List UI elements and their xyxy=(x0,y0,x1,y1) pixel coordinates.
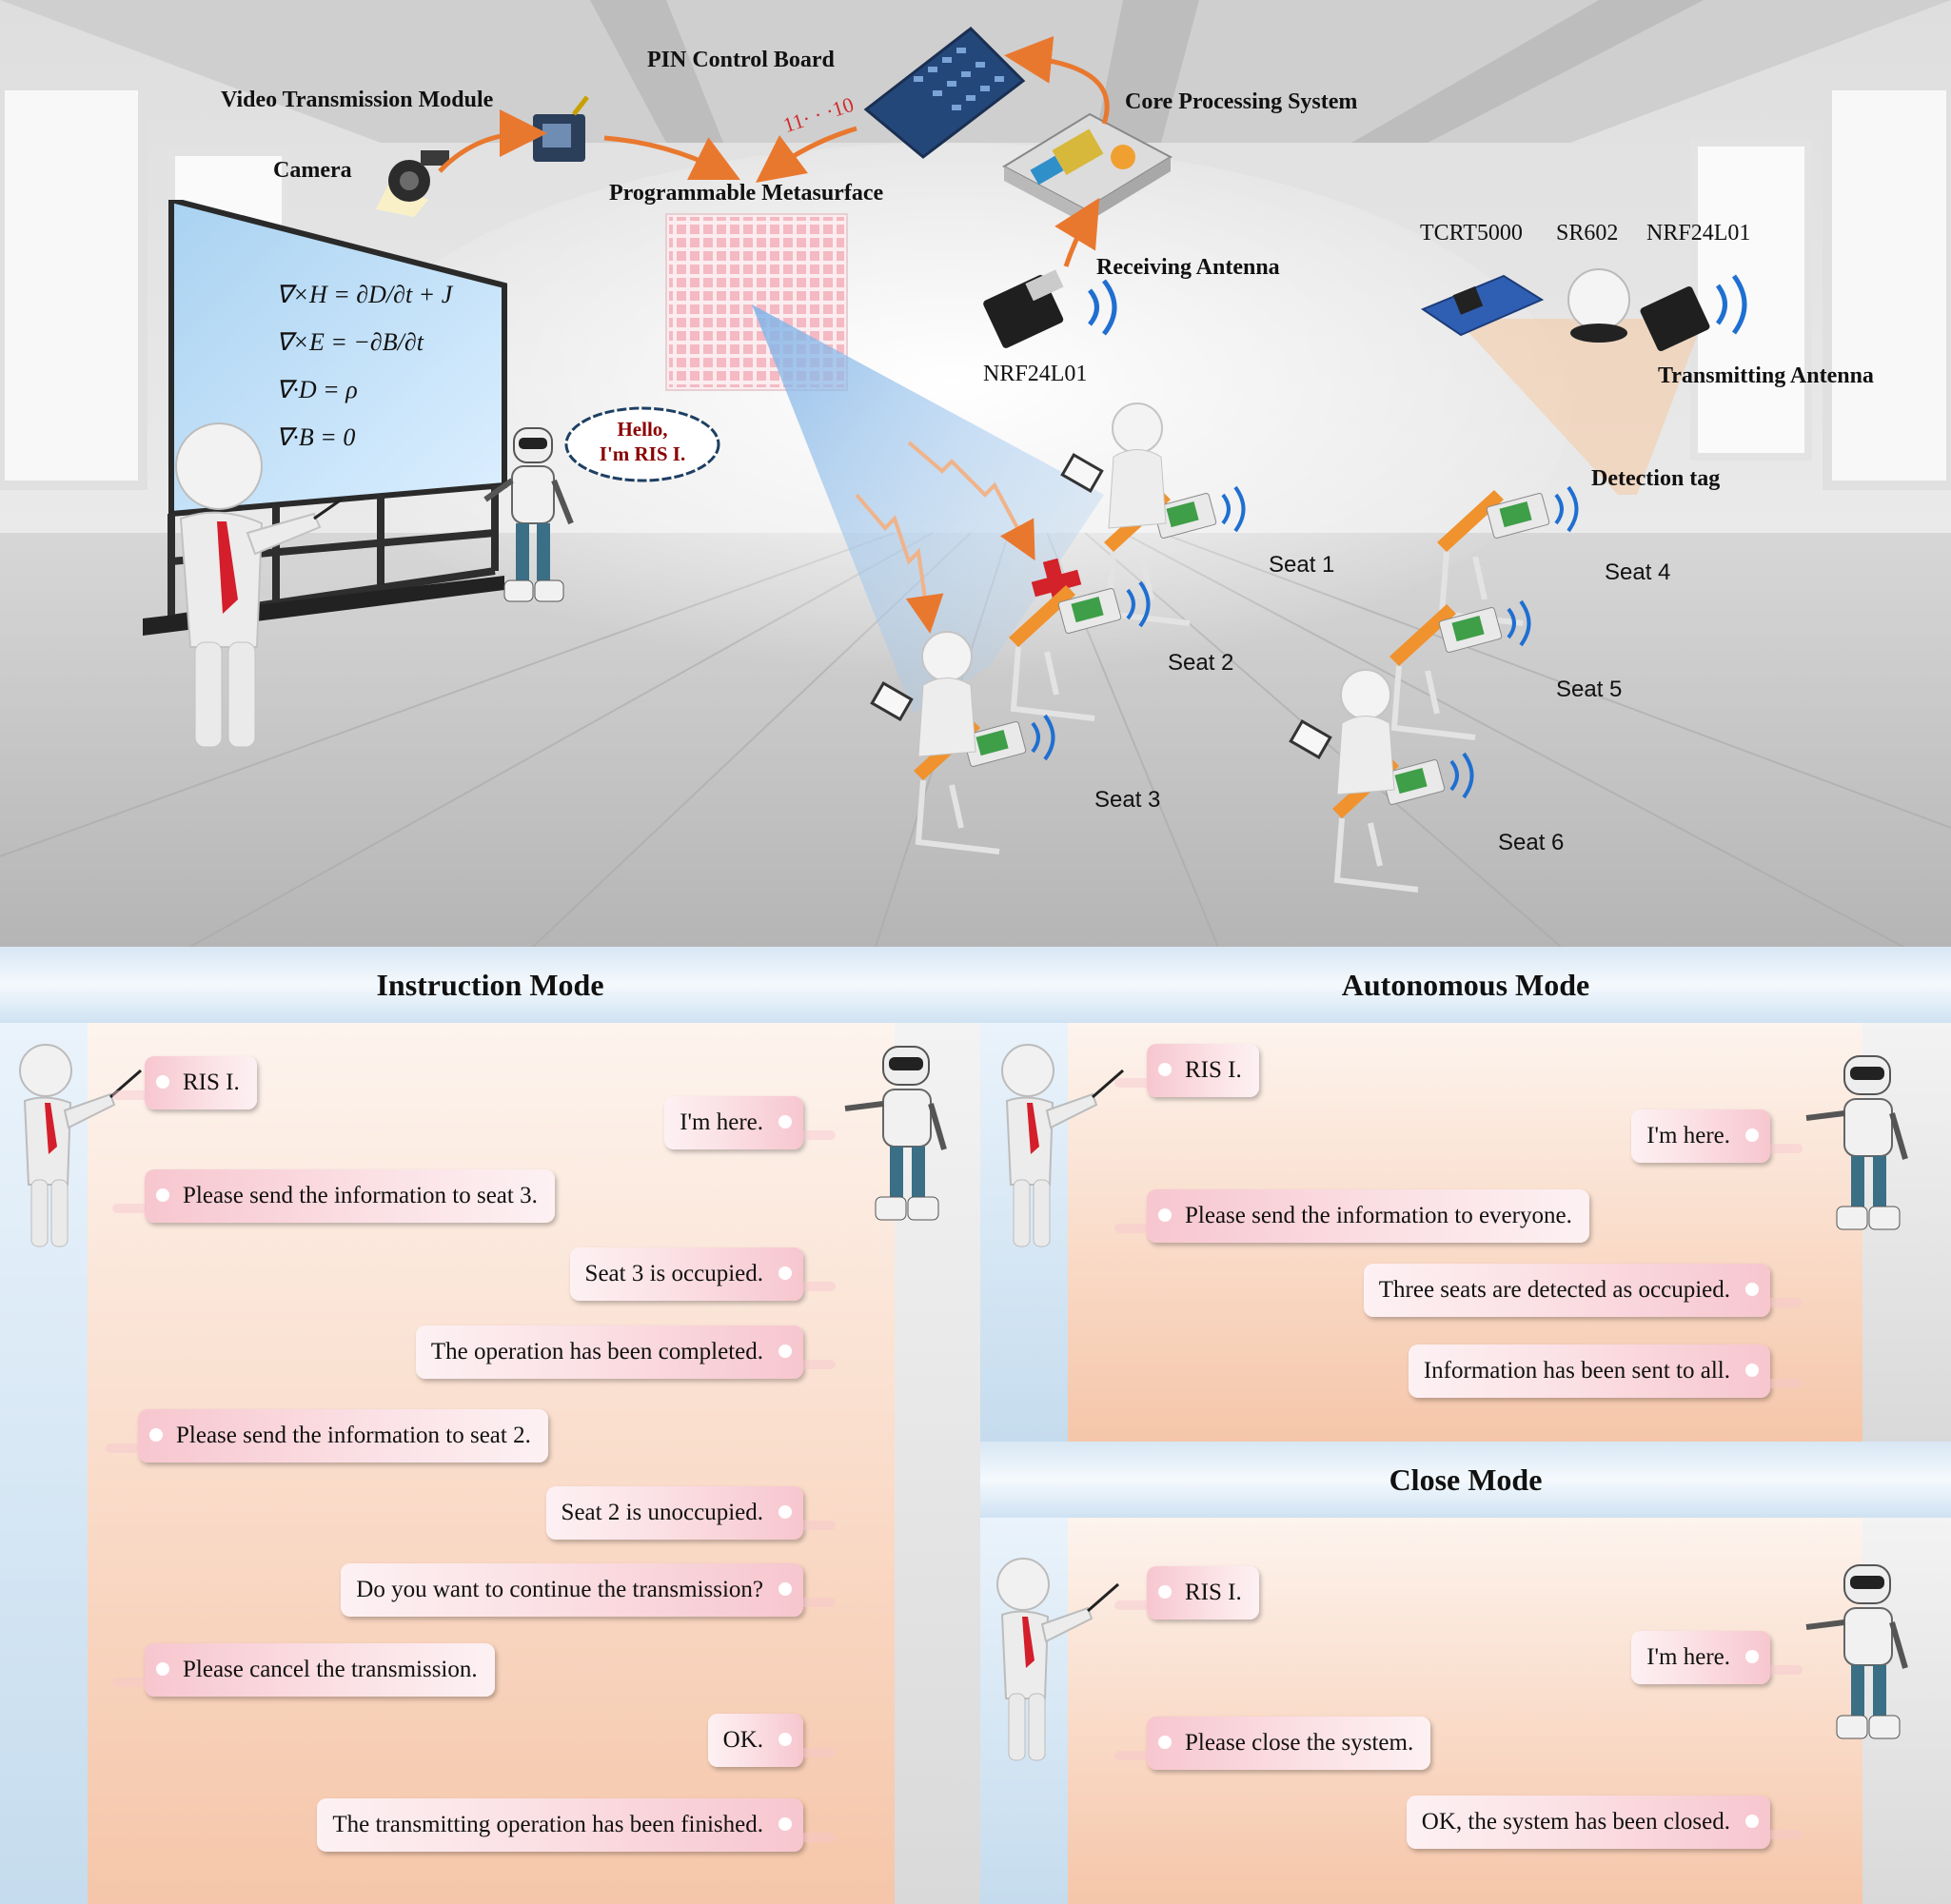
equation-1: ∇×H = ∂D/∂t + J xyxy=(276,281,453,308)
speech-line-2: I'm RIS I. xyxy=(599,442,686,465)
message-text: OK. xyxy=(722,1727,763,1753)
message-text: Please send the information to seat 2. xyxy=(176,1423,531,1448)
instruction-mode-header: Instruction Mode xyxy=(0,947,980,1023)
close-msg-3: Please close the system. xyxy=(1114,1717,1431,1770)
detection-tag-label: Detection tag xyxy=(1591,466,1721,491)
instruction-right-strip xyxy=(895,1023,980,1904)
seat-3-label: Seat 3 xyxy=(1094,787,1161,813)
message-text: The transmitting operation has been fini… xyxy=(332,1812,763,1837)
message-text: RIS I. xyxy=(1185,1580,1242,1605)
tcrt5000-icon xyxy=(1420,274,1545,337)
core-processing-icon xyxy=(1001,112,1173,224)
close-mode-title: Close Mode xyxy=(1389,1462,1543,1497)
camera-label: Camera xyxy=(273,158,352,183)
autonomous-person-figure xyxy=(1001,1044,1124,1247)
message-text: Please send the information to everyone. xyxy=(1185,1203,1572,1228)
instruction-msg-8: Do you want to continue the transmission… xyxy=(341,1563,836,1617)
message-text: Please send the information to seat 3. xyxy=(183,1183,538,1208)
message-text: Do you want to continue the transmission… xyxy=(356,1577,763,1602)
close-msg-1: RIS I. xyxy=(1114,1566,1259,1619)
tcrt-label: TCRT5000 xyxy=(1420,221,1523,245)
robot-figure xyxy=(483,427,574,602)
message-text: RIS I. xyxy=(183,1070,240,1095)
close-msg-4: OK, the system has been closed. xyxy=(1406,1796,1803,1849)
seat-5-label: Seat 5 xyxy=(1556,677,1623,702)
message-text: I'm here. xyxy=(1646,1644,1730,1670)
seat-1 xyxy=(1060,402,1246,626)
seat-2 xyxy=(1009,580,1151,721)
instruction-msg-4: Seat 3 is occupied. xyxy=(569,1247,836,1301)
seat-4-label: Seat 4 xyxy=(1605,559,1671,585)
maxwell-equations: ∇×H = ∂D/∂t + J ∇×E = −∂B/∂t ∇·D = ρ ∇·B… xyxy=(276,271,452,461)
classroom-scene: ∇×H = ∂D/∂t + J ∇×E = −∂B/∂t ∇·D = ρ ∇·B… xyxy=(0,0,1951,947)
receiving-antenna-icon xyxy=(983,269,1117,348)
pin-board-label: PIN Control Board xyxy=(647,48,835,72)
seats-layer xyxy=(870,402,1579,893)
message-text: Information has been sent to all. xyxy=(1423,1358,1730,1384)
equation-3: ∇·D = ρ xyxy=(276,376,358,403)
transmitting-antenna-label: Transmitting Antenna xyxy=(1658,363,1874,388)
seat-5 xyxy=(1389,599,1531,740)
autonomous-msg-5: Information has been sent to all. xyxy=(1408,1345,1803,1398)
beam-and-arrows xyxy=(438,35,1704,714)
instruction-person-figure xyxy=(19,1044,142,1247)
autonomous-msg-2: I'm here. xyxy=(1631,1109,1803,1163)
instruction-mode-title: Instruction Mode xyxy=(376,968,604,1002)
message-text: Please close the system. xyxy=(1185,1730,1414,1756)
close-mode-header: Close Mode xyxy=(980,1442,1951,1518)
autonomous-mode-title: Autonomous Mode xyxy=(1341,968,1590,1002)
instruction-msg-5: The operation has been completed. xyxy=(415,1325,836,1379)
nrf-transmitter-icon xyxy=(1640,274,1747,352)
instruction-msg-1: RIS I. xyxy=(112,1056,257,1109)
metasurface-label: Programmable Metasurface xyxy=(609,181,884,206)
message-text: Please cancel the transmission. xyxy=(183,1657,478,1682)
instruction-msg-3: Please send the information to seat 3. xyxy=(112,1169,555,1223)
video-module-label: Video Transmission Module xyxy=(221,88,494,112)
message-text: The operation has been completed. xyxy=(430,1339,763,1364)
instruction-msg-11: The transmitting operation has been fini… xyxy=(317,1798,836,1852)
message-text: I'm here. xyxy=(1646,1123,1730,1148)
close-robot-figure xyxy=(1805,1564,1908,1739)
instruction-panel xyxy=(88,1023,895,1904)
seat-3 xyxy=(870,631,1055,854)
speech-line-1: Hello, xyxy=(617,418,668,441)
sr602-label: SR602 xyxy=(1556,221,1619,245)
instruction-msg-10: OK. xyxy=(707,1714,836,1767)
instruction-msg-9: Please cancel the transmission. xyxy=(112,1643,495,1697)
autonomous-msg-4: Three seats are detected as occupied. xyxy=(1363,1264,1803,1317)
autonomous-robot-figure xyxy=(1805,1055,1908,1230)
autonomous-msg-3: Please send the information to everyone. xyxy=(1114,1189,1589,1243)
instruction-msg-7: Seat 2 is unoccupied. xyxy=(545,1486,836,1540)
core-label: Core Processing System xyxy=(1125,89,1358,114)
seat-6 xyxy=(1289,669,1474,893)
teacher-figure xyxy=(175,422,343,748)
message-text: I'm here. xyxy=(680,1109,763,1135)
message-text: RIS I. xyxy=(1185,1057,1242,1083)
seat-6-label: Seat 6 xyxy=(1498,830,1565,855)
seat-4 xyxy=(1437,485,1579,626)
receiving-antenna-label: Receiving Antenna xyxy=(1096,255,1280,280)
close-msg-2: I'm here. xyxy=(1631,1631,1803,1684)
seat-2-label: Seat 2 xyxy=(1168,650,1234,676)
message-text: Seat 2 is unoccupied. xyxy=(561,1500,763,1525)
close-person-figure xyxy=(996,1558,1119,1761)
nrf-receiver-label: NRF24L01 xyxy=(983,362,1088,386)
message-text: Three seats are detected as occupied. xyxy=(1378,1277,1730,1303)
autonomous-mode-header: Autonomous Mode xyxy=(980,947,1951,1023)
message-text: OK, the system has been closed. xyxy=(1421,1809,1730,1835)
instruction-msg-2: I'm here. xyxy=(664,1096,836,1149)
sensor-modules xyxy=(1420,268,1747,352)
equation-4: ∇·B = 0 xyxy=(276,423,356,451)
nrf-transmitter-label: NRF24L01 xyxy=(1646,221,1751,245)
instruction-robot-figure xyxy=(844,1046,947,1221)
camera-icon xyxy=(376,150,449,217)
equation-2: ∇×E = −∂B/∂t xyxy=(276,328,424,356)
autonomous-msg-1: RIS I. xyxy=(1114,1044,1259,1097)
speech-text: Hello, I'm RIS I. xyxy=(582,417,702,466)
instruction-msg-6: Please send the information to seat 2. xyxy=(106,1409,548,1462)
message-text: Seat 3 is occupied. xyxy=(584,1261,763,1286)
sr602-icon xyxy=(1567,268,1630,343)
seat-1-label: Seat 1 xyxy=(1269,552,1335,578)
speech-cloud xyxy=(564,406,720,482)
